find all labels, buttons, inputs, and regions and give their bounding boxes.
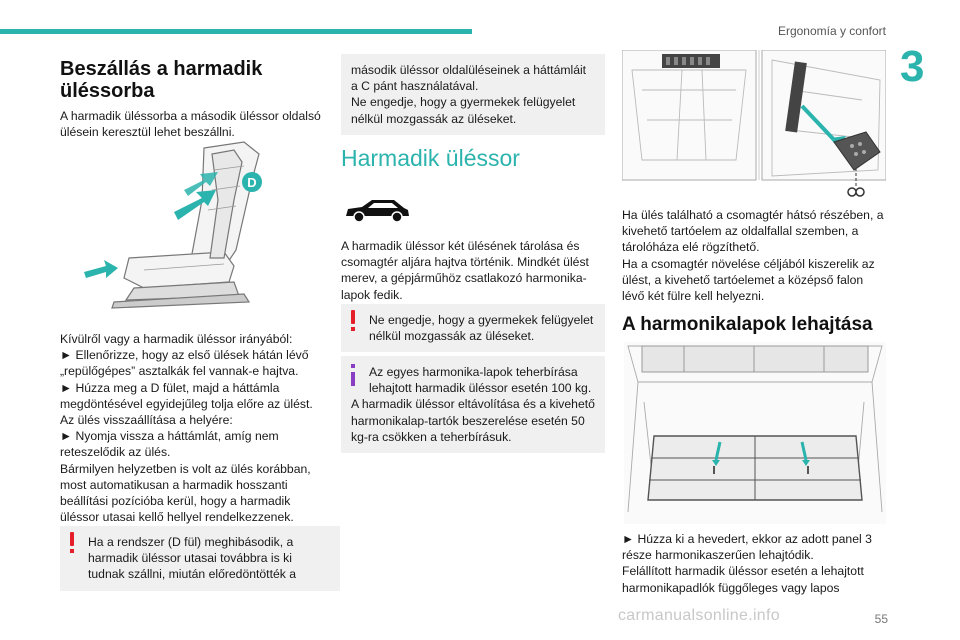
- info-line-1: Az egyes harmonika-lapok teherbírása leh…: [369, 365, 592, 396]
- car-icon: [346, 200, 409, 223]
- section-heading-boarding: Beszállás a harmadik üléssorba: [60, 58, 263, 102]
- page-number: 55: [874, 612, 888, 626]
- chapter-number: 3: [900, 42, 925, 91]
- third-row-text: A harmadik üléssor két ülésének tárolása…: [341, 238, 603, 303]
- info-box: Az egyes harmonika-lapok teherbírása leh…: [341, 356, 605, 454]
- continued-warning-box: második üléssor oldalüléseinek a háttáml…: [341, 54, 605, 135]
- folding-panels-illustration: [624, 342, 886, 524]
- instruction-line: Az ülés visszaállítása a helyére:: [60, 413, 233, 428]
- instruction-line: ► Húzza meg a D fület, majd a háttámla m…: [60, 380, 313, 411]
- warning-icon: [70, 532, 75, 554]
- harmonica-paragraph: Felállított harmadik üléssor esetén a le…: [622, 564, 864, 595]
- info-icon: [351, 364, 355, 386]
- support-paragraph: Ha ülés található a csomagtér hátsó rész…: [622, 208, 884, 304]
- warning-text: Ha a rendszer (D fül) meghibásodik, a ha…: [88, 535, 296, 582]
- figure-label-d: D: [247, 175, 256, 190]
- watermark: carmanualsonline.info: [618, 607, 780, 624]
- info-line-2: A harmadik üléssor eltávolítása és a kiv…: [351, 397, 595, 444]
- instruction-line: ► Ellenőrizze, hogy az első ülések hátán…: [60, 348, 309, 379]
- header-accent-bar: [0, 29, 472, 34]
- section-heading-harmonica: A harmonikalapok lehajtása: [622, 314, 873, 335]
- chapter-title: Ergonomía y confort: [777, 24, 886, 38]
- harmonica-text: ► Húzza ki a hevedert, ekkor az adott pa…: [622, 531, 888, 596]
- warning-box-col1: Ha a rendszer (D fül) meghibásodik, a ha…: [60, 526, 340, 591]
- harmonica-heading-wrap: A harmonikalapok lehajtása: [622, 314, 902, 336]
- instruction-line: Kívülről vagy a harmadik üléssor irányáb…: [60, 332, 293, 346]
- warning-box-col2: Ne engedje, hogy a gyermekek felügyelet …: [341, 304, 605, 353]
- seat-illustration: D: [84, 141, 262, 309]
- harmonica-bullet: ► Húzza ki a hevedert, ekkor az adott pa…: [622, 532, 872, 563]
- intro-text: A harmadik üléssorba a második üléssor o…: [60, 109, 321, 140]
- section-heading-third-row: Harmadik üléssor: [341, 145, 520, 171]
- third-row-paragraph: A harmadik üléssor két ülésének tárolása…: [341, 239, 589, 302]
- instruction-line: ► Nyomja vissza a háttámlát, amíg nem re…: [60, 429, 279, 460]
- instruction-line: Bármilyen helyzetben is volt az ülés kor…: [60, 461, 311, 525]
- trunk-support-illustration: [622, 50, 886, 197]
- column-middle: Harmadik üléssor: [341, 145, 603, 171]
- warning-icon: [351, 310, 356, 332]
- warning-text: Ne engedje, hogy a gyermekek felügyelet …: [369, 313, 594, 344]
- column-left: Beszállás a harmadik üléssorba A harmadi…: [60, 58, 322, 140]
- instructions-block: Kívülről vagy a harmadik üléssor irányáb…: [60, 331, 326, 525]
